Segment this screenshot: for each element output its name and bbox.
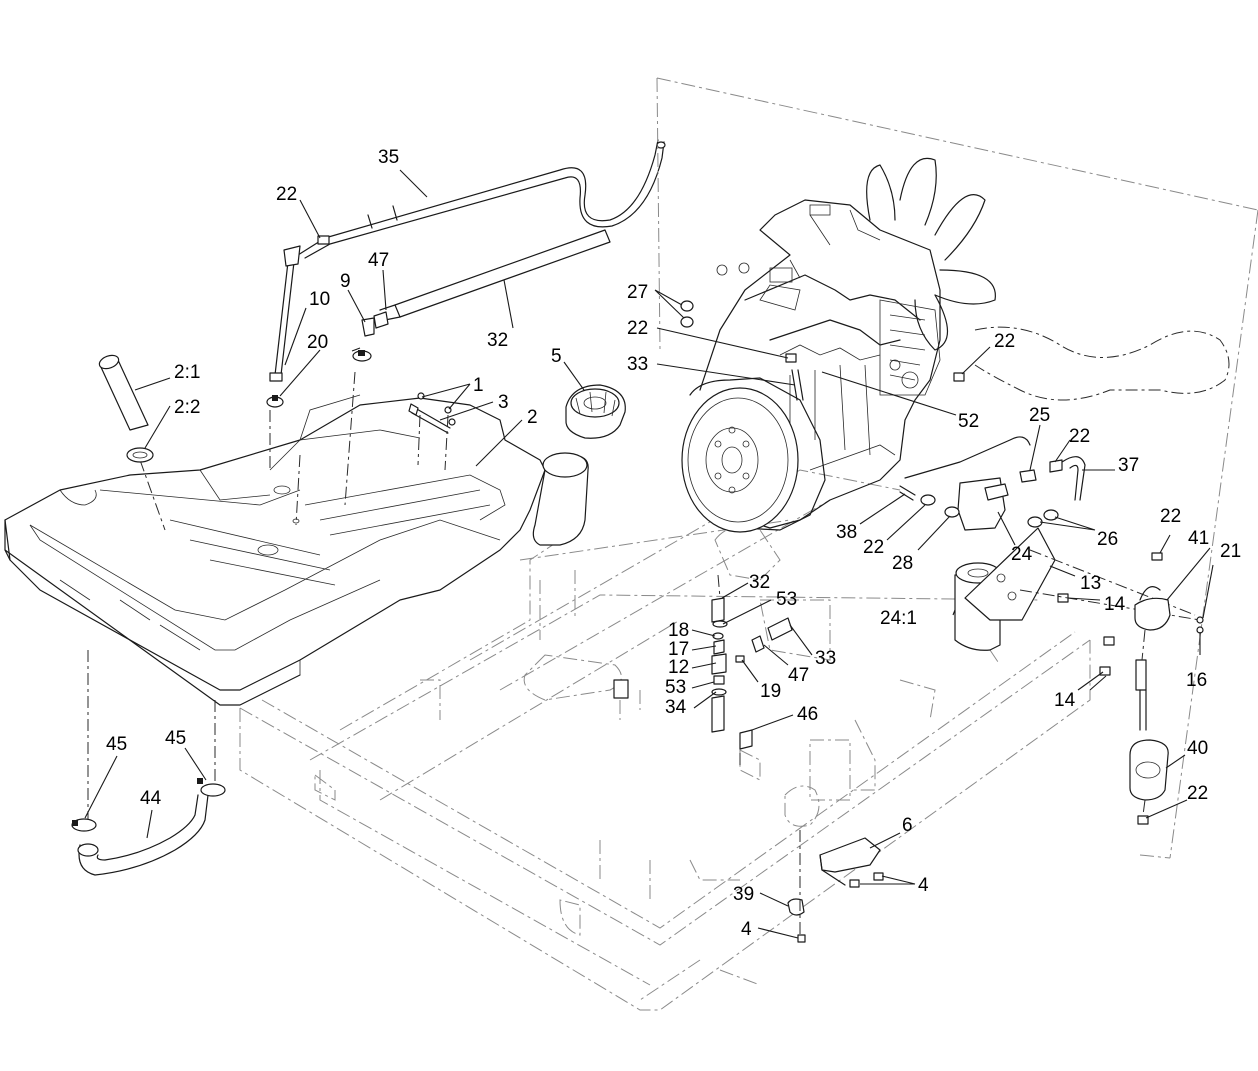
callout-2-2: 2:2 (174, 397, 200, 418)
callout-22: 22 (1069, 426, 1090, 447)
callout-22: 22 (1187, 783, 1208, 804)
callout-labels: 35 22 47 9 10 32 20 2:1 2:2 1 3 2 5 27 2… (106, 147, 1241, 940)
callout-19: 19 (760, 681, 781, 702)
callout-3: 3 (498, 392, 509, 413)
fuel-filter-assembly (899, 436, 1204, 825)
callout-2-1: 2:1 (174, 362, 200, 383)
leader-lines (84, 169, 1214, 939)
callout-28: 28 (892, 553, 913, 574)
callout-53: 53 (665, 677, 686, 698)
callout-5: 5 (551, 346, 562, 367)
callout-16: 16 (1186, 670, 1207, 691)
fuel-line-fittings (613, 574, 793, 765)
callout-10: 10 (309, 289, 330, 310)
callout-14: 14 (1054, 690, 1076, 711)
callout-47: 47 (368, 250, 389, 271)
callout-4: 4 (918, 875, 929, 896)
callout-6: 6 (902, 815, 913, 836)
callout-20: 20 (307, 332, 328, 353)
callout-35: 35 (378, 147, 399, 168)
callout-34: 34 (665, 697, 687, 718)
callout-33: 33 (627, 354, 648, 375)
callout-38: 38 (836, 522, 857, 543)
callout-25: 25 (1029, 405, 1050, 426)
callout-17: 17 (668, 639, 689, 660)
callout-22: 22 (1160, 506, 1181, 527)
callout-1: 1 (473, 375, 484, 396)
callout-45: 45 (165, 728, 186, 749)
callout-21: 21 (1220, 541, 1241, 562)
callout-4: 4 (741, 919, 752, 940)
callout-22: 22 (863, 537, 884, 558)
callout-37: 37 (1118, 455, 1139, 476)
fuel-sending-unit (98, 354, 154, 463)
callout-53: 53 (776, 589, 797, 610)
callout-2: 2 (527, 407, 538, 428)
fuel-tank (4, 371, 589, 830)
callout-22: 22 (276, 184, 297, 205)
engine-assembly (656, 77, 1258, 859)
callout-33: 33 (815, 648, 836, 669)
callout-45: 45 (106, 734, 127, 755)
fuel-cap (565, 384, 626, 439)
vent-hoses (266, 139, 666, 434)
callout-46: 46 (797, 704, 818, 725)
callout-32: 32 (487, 330, 508, 351)
callout-18: 18 (668, 620, 689, 641)
callout-26: 26 (1097, 529, 1118, 550)
chassis-frame (239, 469, 1091, 1011)
hose-guard-bracket (787, 830, 884, 943)
callout-32: 32 (749, 572, 770, 593)
fuel-hose-assembly (71, 778, 226, 876)
callout-9: 9 (340, 271, 351, 292)
callout-12: 12 (668, 657, 689, 678)
callout-22: 22 (994, 331, 1015, 352)
callout-22: 22 (627, 318, 648, 339)
callout-41: 41 (1188, 528, 1209, 549)
callout-52: 52 (958, 411, 979, 432)
callout-47: 47 (788, 665, 809, 686)
callout-13: 13 (1080, 573, 1101, 594)
callout-40: 40 (1187, 738, 1208, 759)
callout-39: 39 (733, 884, 754, 905)
callout-14: 14 (1104, 594, 1126, 615)
callout-24-1: 24:1 (880, 608, 917, 629)
callout-44: 44 (140, 788, 162, 809)
callout-27: 27 (627, 282, 648, 303)
callout-24: 24 (1011, 544, 1033, 565)
